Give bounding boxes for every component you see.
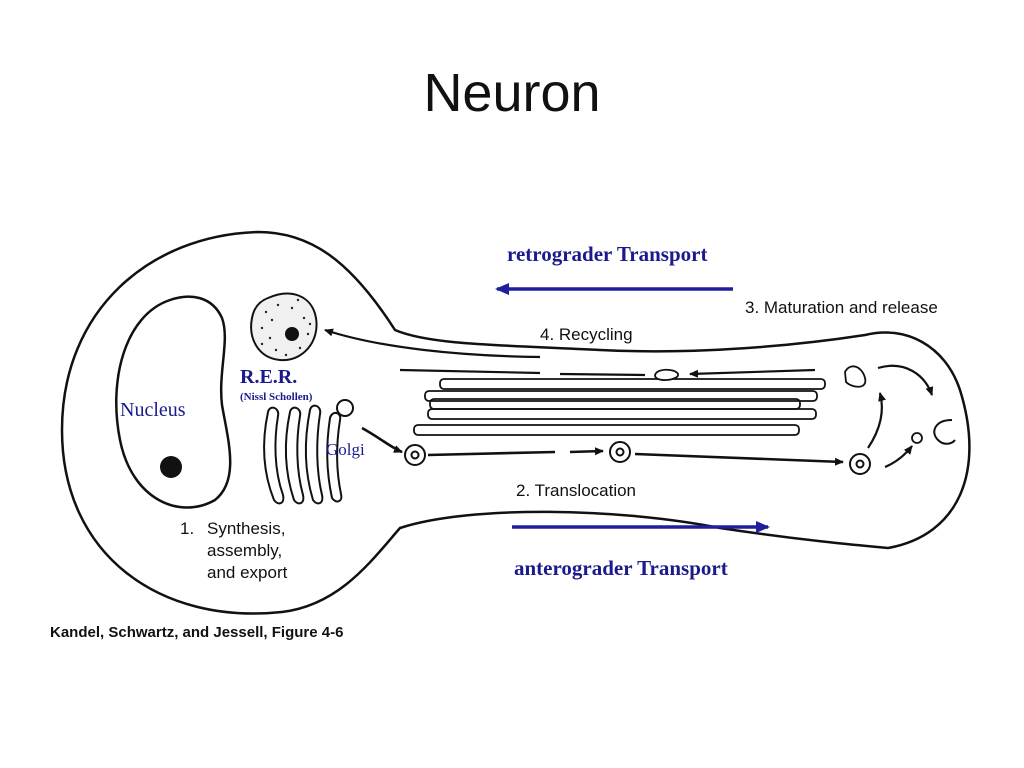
- slide-title: Neuron: [423, 63, 601, 123]
- recycling-line-mid: [559, 372, 646, 377]
- translocation-arrow-2: [569, 447, 604, 456]
- transport-vesicles: [404, 441, 871, 475]
- recycling-arrow-axon: [689, 368, 816, 378]
- nucleus-shape: [115, 295, 232, 509]
- translocation-line-1: [427, 450, 556, 457]
- synthesis-label-line3: and export: [207, 563, 288, 582]
- terminal-arrow-bottom: [884, 445, 913, 469]
- rer-dark-granule: [285, 327, 299, 341]
- release-vesicle: [933, 419, 956, 445]
- synthesis-number: 1.: [180, 519, 194, 538]
- anterograde-label: anterograder Transport: [514, 556, 728, 580]
- golgi-label: Golgi: [326, 440, 365, 459]
- terminal-vesicle-top: [844, 365, 867, 388]
- recycling-vesicle: [654, 368, 679, 381]
- synthesis-label-line1: Synthesis,: [207, 519, 285, 538]
- translocation-arrow-3: [634, 452, 844, 466]
- microtubules: [413, 378, 826, 436]
- nucleolus: [160, 456, 182, 478]
- nucleus-label: Nucleus: [120, 399, 186, 421]
- recycling-arrow-soma: [324, 328, 541, 359]
- nissl-label: (Nissl Schollen): [240, 391, 313, 403]
- synthesis-label-line2: assembly,: [207, 541, 282, 560]
- rer-body: [250, 292, 318, 362]
- translocation-label: 2. Translocation: [516, 481, 636, 500]
- golgi-apparatus: [263, 399, 354, 505]
- terminal-arrow-up: [867, 392, 886, 449]
- figure-citation: Kandel, Schwartz, and Jessell, Figure 4-…: [50, 624, 343, 641]
- rer-ribosome-dots: [260, 298, 312, 357]
- terminal-vesicle-small: [911, 432, 923, 444]
- retrograde-label: retrograder Transport: [507, 242, 707, 266]
- rer-label: R.E.R.: [240, 366, 297, 388]
- golgi-to-axon-arrow: [361, 426, 403, 454]
- recycling-label: 4. Recycling: [540, 325, 633, 344]
- cell-membrane: [60, 230, 971, 615]
- maturation-label: 3. Maturation and release: [745, 298, 938, 317]
- terminal-arrow-top: [877, 364, 934, 396]
- recycling-line-left: [399, 368, 541, 375]
